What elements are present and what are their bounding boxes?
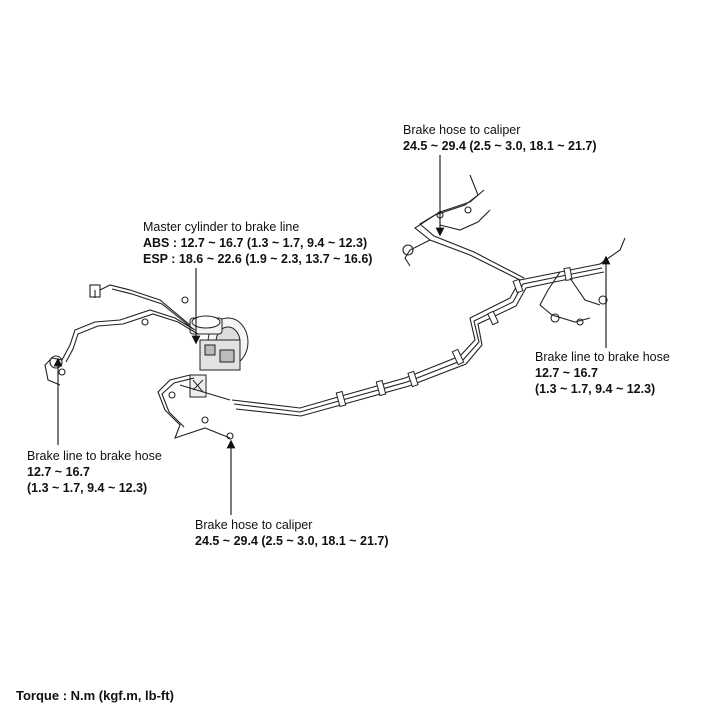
callout-brake-hose-to-caliper-rear: Brake hose to caliper 24.5 ~ 29.4 (2.5 ~… xyxy=(403,122,597,154)
callout-esp-row: ESP : 18.6 ~ 22.6 (1.9 ~ 2.3, 13.7 ~ 16.… xyxy=(143,251,372,267)
callout-abs-row: ABS : 12.7 ~ 16.7 (1.3 ~ 1.7, 9.4 ~ 12.3… xyxy=(143,235,372,251)
callout-title: Master cylinder to brake line xyxy=(143,220,300,234)
master-cylinder-assembly xyxy=(189,315,249,398)
callout-title: Brake line to brake hose xyxy=(27,449,162,463)
abs-value: 12.7 ~ 16.7 (1.3 ~ 1.7, 9.4 ~ 12.3) xyxy=(177,236,368,250)
callout-torque-value: 24.5 ~ 29.4 (2.5 ~ 3.0, 18.1 ~ 21.7) xyxy=(403,139,597,153)
callout-torque-value: 24.5 ~ 29.4 (2.5 ~ 3.0, 18.1 ~ 21.7) xyxy=(195,534,389,548)
callout-torque-value-units: (1.3 ~ 1.7, 9.4 ~ 12.3) xyxy=(535,382,656,396)
esp-value: 18.6 ~ 22.6 (1.9 ~ 2.3, 13.7 ~ 16.6) xyxy=(175,252,373,266)
line-clips xyxy=(335,266,573,408)
rear-right-brake-line xyxy=(539,237,626,326)
callout-torque-value-units: (1.3 ~ 1.7, 9.4 ~ 12.3) xyxy=(27,481,148,495)
callout-brake-line-to-brake-hose-right: Brake line to brake hose 12.7 ~ 16.7 (1.… xyxy=(535,349,670,397)
callout-master-cylinder-to-brake-line: Master cylinder to brake line ABS : 12.7… xyxy=(143,219,372,267)
main-brake-line-bundle xyxy=(231,263,605,417)
callout-torque-value: 12.7 ~ 16.7 xyxy=(27,465,90,479)
callout-title: Brake line to brake hose xyxy=(535,350,670,364)
torque-unit-legend: Torque : N.m (kgf.m, lb-ft) xyxy=(16,688,174,703)
callout-brake-hose-to-caliper-front: Brake hose to caliper 24.5 ~ 29.4 (2.5 ~… xyxy=(195,517,389,549)
abs-prefix: ABS : xyxy=(143,236,178,250)
callout-title: Brake hose to caliper xyxy=(403,123,521,137)
esp-prefix: ESP : xyxy=(143,252,176,266)
callout-torque-value: 12.7 ~ 16.7 xyxy=(535,366,598,380)
callout-title: Brake hose to caliper xyxy=(195,518,313,532)
rear-left-brake-line xyxy=(402,174,525,281)
callout-brake-line-to-brake-hose-left: Brake line to brake hose 12.7 ~ 16.7 (1.… xyxy=(27,448,162,496)
callout-leaders xyxy=(53,155,611,515)
front-left-brake-line xyxy=(44,284,199,386)
front-right-brake-line xyxy=(157,374,234,440)
